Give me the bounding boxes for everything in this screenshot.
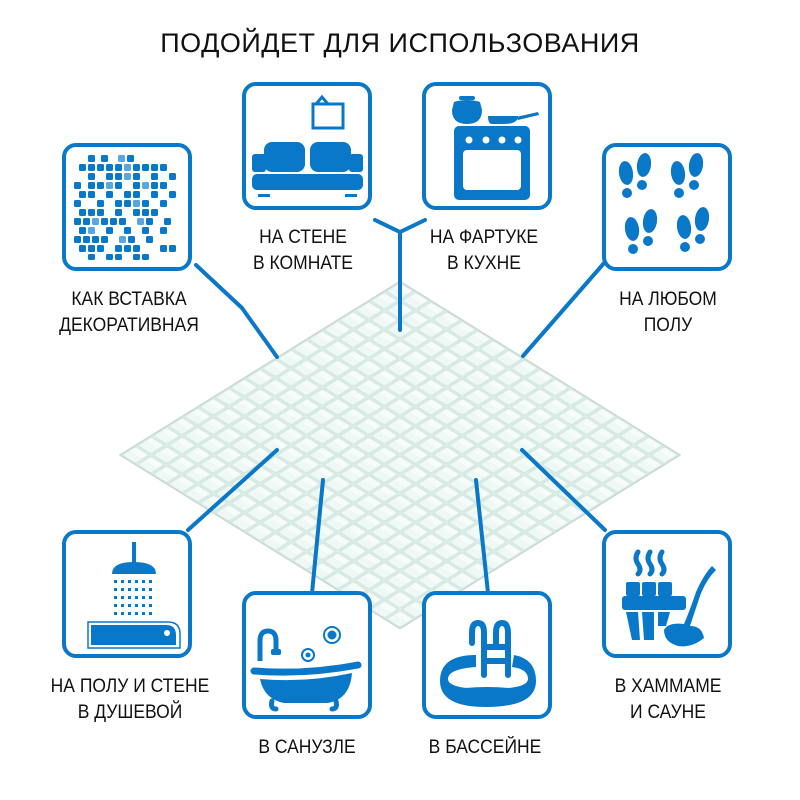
usage-label-shower: НА ПОЛУ И СТЕНЕ В ДУШЕВОЙ xyxy=(50,676,210,723)
page-title: ПОДОЙДЕТ ДЛЯ ИСПОЛЬЗОВАНИЯ xyxy=(160,28,640,58)
usage-label-bathroom: В САНУЗЛЕ xyxy=(258,737,356,758)
footprints-icon xyxy=(618,152,711,254)
sauna-bucket-ladle-icon xyxy=(622,549,716,647)
usage-label-room-wall: НА СТЕНЕ В КОМНАТЕ xyxy=(253,227,353,274)
usage-card-kitchen-backsplash xyxy=(422,82,552,210)
stove-icon xyxy=(452,96,539,200)
usage-card-shower xyxy=(62,530,192,658)
usage-card-bathroom xyxy=(242,591,372,719)
bathtub-icon xyxy=(250,626,362,712)
pool-ladder-icon xyxy=(440,619,536,707)
connector-line xyxy=(194,263,244,310)
mosaic-pattern-icon xyxy=(74,155,176,260)
shower-icon xyxy=(87,542,181,649)
usage-label-hammam-sauna: В ХАММАМЕ И САУНЕ xyxy=(614,676,722,723)
usage-card-pool xyxy=(422,591,552,719)
usage-label-pool: В БАССЕЙНЕ xyxy=(428,737,542,758)
usage-label-kitchen-backsplash: НА ФАРТУКЕ В КУХНЕ xyxy=(429,227,539,274)
usage-label-any-floor: НА ЛЮБОМ ПОЛУ xyxy=(619,289,717,336)
usage-card-decorative-insert xyxy=(62,143,192,271)
usage-card-room-wall xyxy=(242,82,372,210)
usage-card-hammam-sauna xyxy=(602,530,732,658)
usage-card-any-floor xyxy=(602,143,732,271)
sofa-with-picture-icon xyxy=(252,94,363,197)
usage-label-decorative-insert: КАК ВСТАВКА ДЕКОРАТИВНАЯ xyxy=(59,289,199,336)
